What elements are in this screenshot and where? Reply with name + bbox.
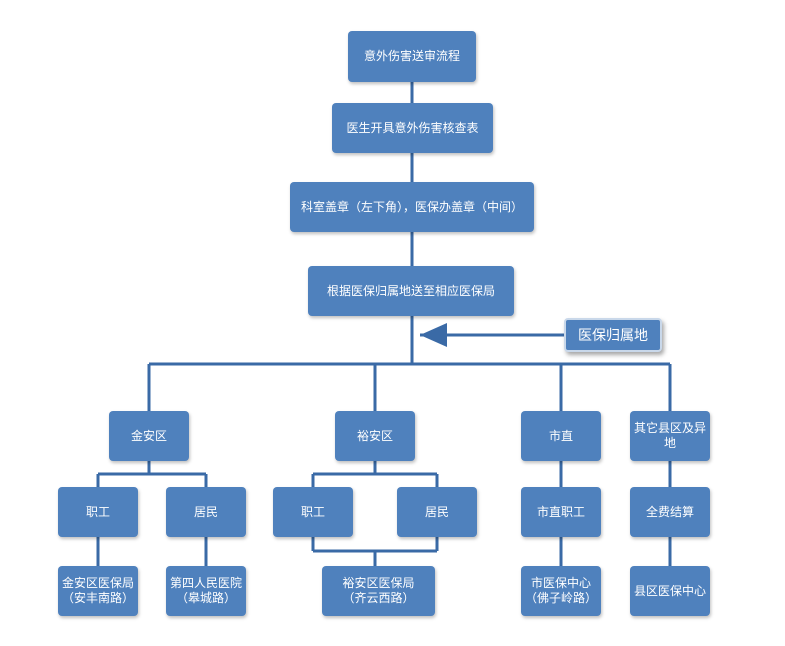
node-yuan-district: 裕安区: [335, 411, 415, 461]
node-claim-process: 意外伤害送审流程: [348, 31, 476, 82]
node-fourth-hospital: 第四人民医院 （皋城路）: [166, 566, 246, 616]
node-jinan-bureau: 金安区医保局 （安丰南路）: [58, 566, 138, 616]
node-jinan-district: 金安区: [109, 411, 189, 461]
node-city-direct: 市直: [521, 411, 601, 461]
node-stamps: 科室盖章（左下角），医保办盖章（中间）: [290, 182, 534, 232]
callout-insurance-location: 医保归属地: [564, 318, 662, 352]
node-doctor-form: 医生开具意外伤害核查表: [332, 103, 493, 153]
node-yuan-employee: 职工: [273, 487, 353, 537]
node-yuan-bureau: 裕安区医保局 （齐云西路）: [322, 566, 435, 616]
node-city-employee: 市直职工: [521, 487, 601, 537]
node-county-insurance-center: 县区医保中心: [630, 566, 710, 616]
node-city-insurance-center: 市医保中心 （佛子岭路）: [521, 566, 601, 616]
node-jinan-employee: 职工: [58, 487, 138, 537]
node-full-settlement: 全费结算: [630, 487, 710, 537]
node-jinan-resident: 居民: [166, 487, 246, 537]
node-yuan-resident: 居民: [397, 487, 477, 537]
node-other-counties: 其它县区及异 地: [630, 411, 710, 461]
node-send-to-bureau: 根据医保归属地送至相应医保局: [308, 266, 514, 316]
